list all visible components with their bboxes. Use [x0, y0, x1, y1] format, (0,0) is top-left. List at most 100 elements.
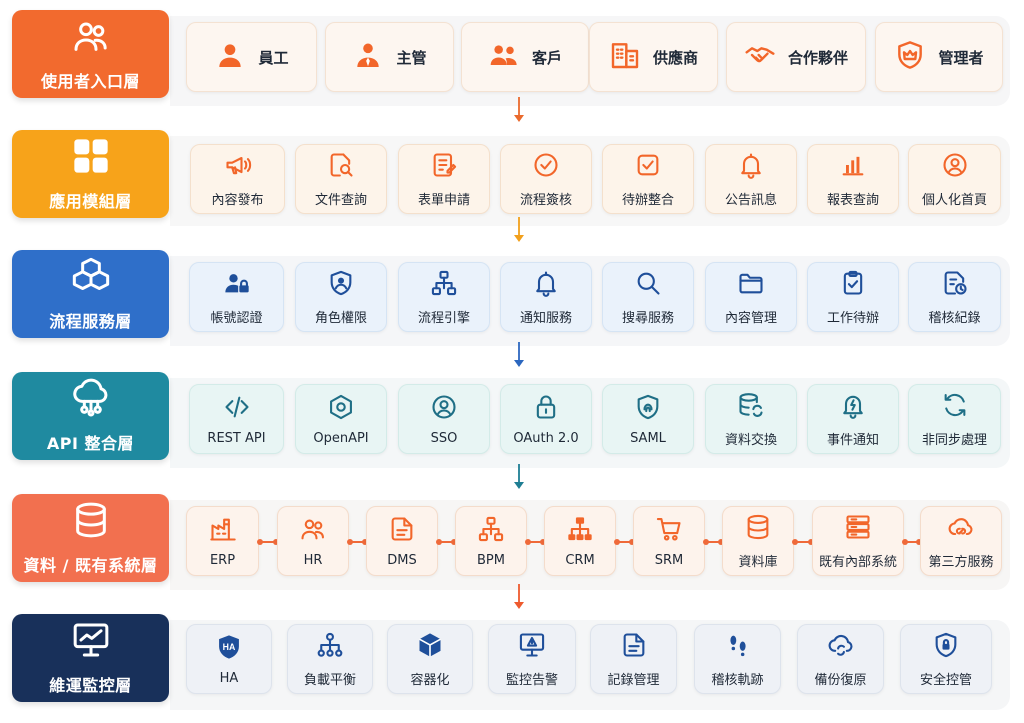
connector-line: [262, 541, 274, 543]
connector-dot: [718, 539, 724, 545]
connector-dot: [792, 539, 798, 545]
module-card: 容器化: [387, 624, 473, 694]
module-card: 負載平衡: [287, 624, 373, 694]
flow-arrow-down-icon: [511, 340, 527, 370]
megaphone-icon: [224, 151, 252, 189]
users-icon: [299, 515, 327, 553]
cloud-link-icon: [947, 513, 975, 551]
module-card: DMS: [366, 506, 438, 576]
module-card: 既有內部系統: [812, 506, 904, 576]
module-card: 客戶: [461, 22, 589, 92]
module-card: 流程引擎: [398, 262, 490, 332]
layer-title: API 整合層: [46, 434, 135, 453]
factory-icon: [209, 515, 237, 553]
module-label: 客戶: [531, 48, 562, 67]
module-card: 供應商: [589, 22, 718, 92]
module-card: 待辦整合: [602, 144, 694, 214]
module-label: 合作夥伴: [787, 48, 848, 67]
lock-icon: [532, 393, 560, 431]
users-icon: [69, 16, 113, 68]
module-label: 待辦整合: [621, 192, 674, 208]
building-icon: [609, 39, 653, 75]
user-circle-icon: [941, 151, 969, 189]
connector-dot: [808, 539, 814, 545]
module-card: 稽核紀錄: [908, 262, 1001, 332]
module-label: 資料交換: [724, 432, 777, 448]
module-label: 監控告警: [505, 672, 558, 688]
module-label: 報表查詢: [826, 192, 879, 208]
connector-dot: [525, 539, 531, 545]
layer-title: 使用者入口層: [40, 72, 140, 91]
module-label: DMS: [387, 552, 417, 568]
module-label: 文件查詢: [314, 192, 367, 208]
module-label: 通知服務: [519, 310, 572, 326]
module-card: REST API: [189, 384, 284, 454]
layer-0: 使用者入口層員工主管客戶供應商合作夥伴管理者: [0, 6, 1024, 110]
module-label: 備份復原: [814, 672, 867, 688]
database-sync-icon: [737, 391, 765, 429]
module-card: 個人化首頁: [908, 144, 1001, 214]
container-cube-icon: [416, 631, 444, 669]
connector-dot: [362, 539, 368, 545]
module-card: 合作夥伴: [726, 22, 866, 92]
module-label: HA: [219, 670, 239, 686]
module-card: 表單申請: [398, 144, 490, 214]
module-label: 公告訊息: [724, 192, 777, 208]
connector-line: [352, 541, 363, 543]
module-card: 公告訊息: [705, 144, 797, 214]
module-card: 管理者: [875, 22, 1003, 92]
layer-title: 資料 / 既有系統層: [23, 556, 158, 575]
shield-fingerprint-icon: [634, 393, 662, 431]
hexagon-gear-icon: [327, 393, 355, 431]
bell-icon: [737, 151, 765, 189]
person-icon: [214, 39, 258, 75]
database-icon: [69, 500, 113, 552]
layer-label-box: 使用者入口層: [12, 10, 169, 98]
connector-dot: [614, 539, 620, 545]
code-icon: [223, 393, 251, 431]
module-card: ERP: [186, 506, 259, 576]
connector-dot: [347, 539, 353, 545]
svg-text:HA: HA: [223, 641, 236, 651]
ha-shield-icon: HA: [215, 633, 243, 671]
layer-label-box: 資料 / 既有系統層: [12, 494, 169, 582]
module-card: 工作待辦: [807, 262, 899, 332]
bar-chart-icon: [839, 151, 867, 189]
connector-dot: [273, 539, 279, 545]
module-card: 非同步處理: [908, 384, 1001, 454]
module-card: SSO: [398, 384, 490, 454]
module-card: 記錄管理: [590, 624, 677, 694]
layer-title: 應用模組層: [49, 192, 132, 211]
module-label: 員工: [258, 48, 289, 67]
module-label: HR: [303, 552, 323, 568]
flow-arrow-down-icon: [511, 582, 527, 612]
monitor-chart-icon: [69, 620, 113, 672]
module-label: 帳號認證: [210, 310, 263, 326]
cart-icon: [655, 515, 683, 553]
module-card: BPM: [455, 506, 527, 576]
module-label: SSO: [430, 430, 458, 446]
module-label: 流程簽核: [519, 192, 572, 208]
grid-icon: [69, 136, 113, 188]
module-label: 供應商: [652, 48, 698, 67]
search-icon: [634, 269, 662, 307]
layer-2: 流程服務層帳號認證角色權限流程引擎通知服務搜尋服務內容管理工作待辦稽核紀錄: [0, 246, 1024, 350]
module-label: OpenAPI: [313, 430, 369, 446]
module-card: 內容管理: [705, 262, 797, 332]
connector-line: [530, 541, 541, 543]
clipboard-check-icon: [839, 269, 867, 307]
connector-dot: [540, 539, 546, 545]
module-label: 流程引擎: [417, 310, 470, 326]
module-label: 資料庫: [738, 554, 778, 570]
layer-label-box: API 整合層: [12, 372, 169, 460]
module-card: SRM: [633, 506, 705, 576]
flow-arrow-down-icon: [511, 95, 527, 125]
bell-icon: [532, 269, 560, 307]
crown-shield-icon: [894, 39, 938, 75]
module-card: 通知服務: [500, 262, 592, 332]
module-label: BPM: [477, 552, 505, 568]
connector-dot: [257, 539, 263, 545]
module-label: 負載平衡: [303, 672, 356, 688]
connector-dot: [916, 539, 922, 545]
module-card: 角色權限: [295, 262, 387, 332]
